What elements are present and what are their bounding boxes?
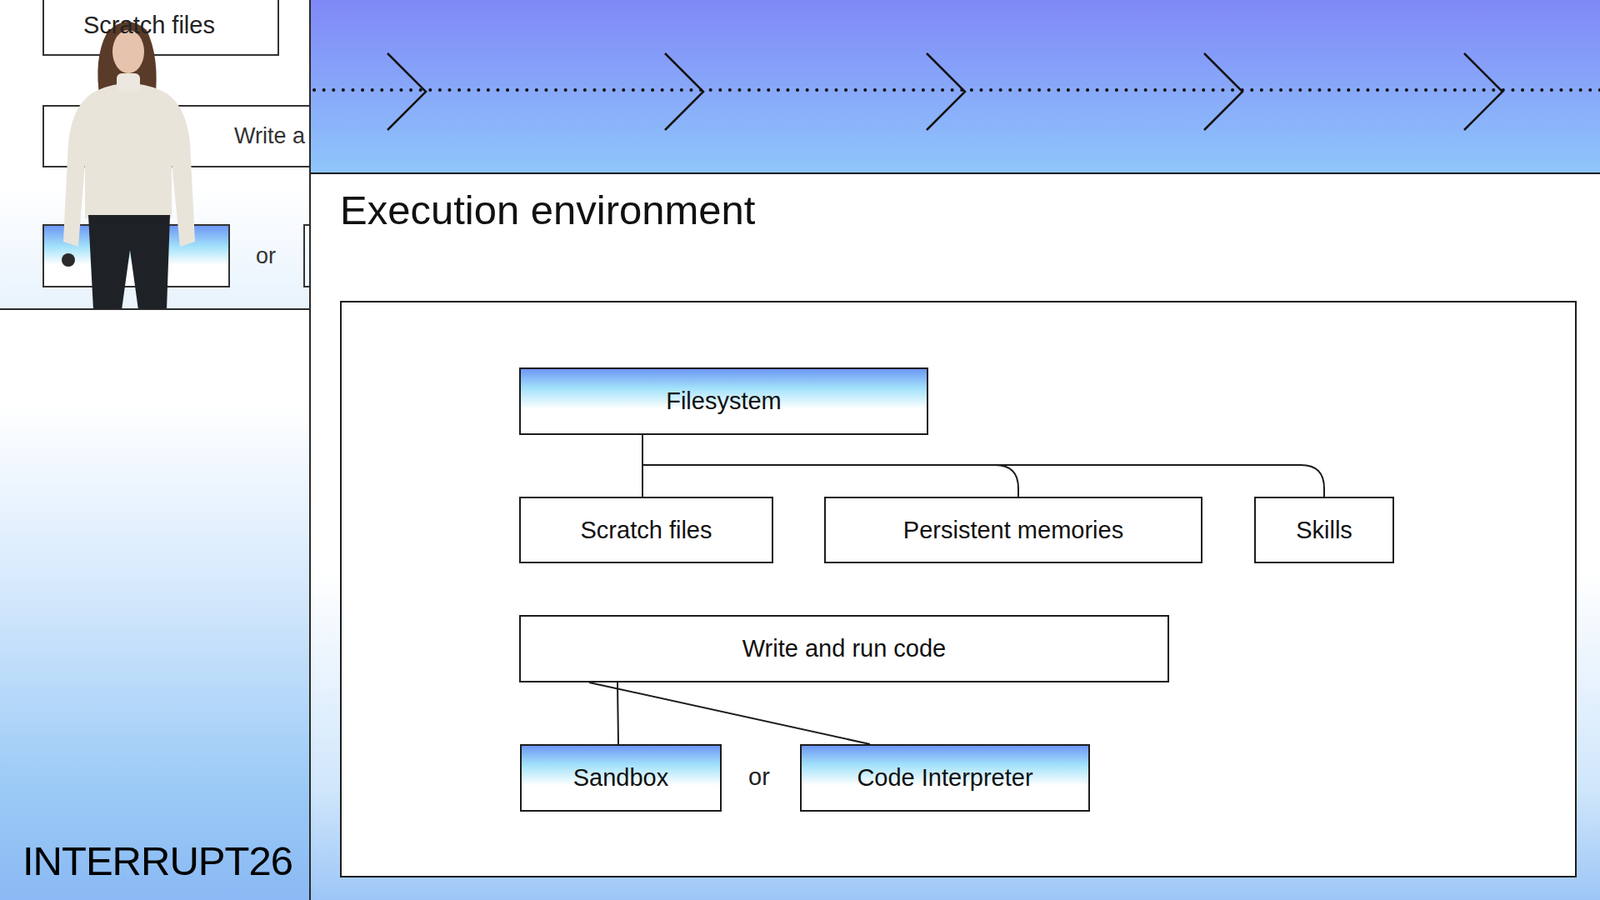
tree-connector [642, 435, 1325, 497]
tree-connector [641, 435, 644, 497]
box-label: Sandbox [573, 764, 670, 792]
event-logo: INTERRUPT26 [22, 837, 293, 885]
tree-connector [589, 682, 870, 745]
process-box: Persistent memories [824, 496, 1203, 564]
thumbnail-text: or [255, 243, 276, 270]
slide-title: Execution environment [340, 186, 755, 234]
process-box: Scratch files [519, 496, 774, 564]
box-label: Persistent memories [903, 516, 1124, 545]
thumbnail-text: Write a [234, 123, 305, 150]
side-panel [0, 310, 310, 900]
box-label: Write and run code [742, 635, 947, 663]
process-box: Write and run code [519, 615, 1170, 683]
highlight-box: Filesystem [519, 367, 929, 435]
highlight-box: Sandbox [520, 744, 722, 812]
tree-connector [617, 682, 619, 745]
box-label: Filesystem [665, 387, 782, 415]
tree-connector [642, 435, 1019, 497]
progress-banner [310, 0, 1600, 175]
process-box: Skills [1254, 496, 1395, 564]
highlight-box: Code Interpreter [800, 744, 1090, 812]
thumbnail-text: Scratch files [83, 11, 215, 40]
box-label: Scratch files [580, 516, 713, 545]
box-label: Code Interpreter [856, 764, 1033, 792]
connector-word: or [748, 763, 770, 791]
box-label: Skills [1295, 516, 1353, 545]
